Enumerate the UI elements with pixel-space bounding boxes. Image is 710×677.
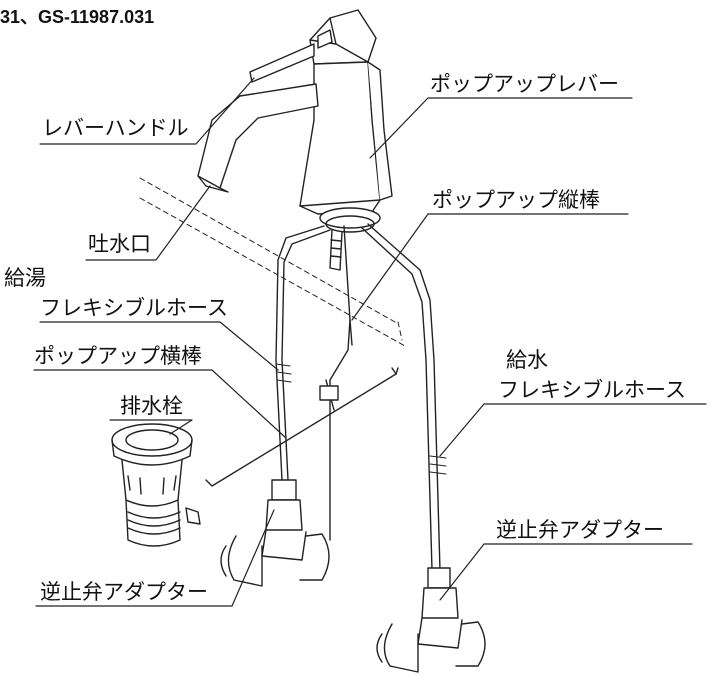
leader-lines xyxy=(33,77,707,607)
label-drain-plug: 排水栓 xyxy=(120,394,183,418)
hot-water-hose xyxy=(275,225,331,481)
popup-vertical-rod xyxy=(319,225,353,541)
label-cold-water-hose-1: 給水 xyxy=(506,348,548,372)
label-hot-water-hose-2: フレキシブルホース xyxy=(40,296,228,320)
cold-water-hose xyxy=(361,223,447,571)
label-popup-horizontal-rod: ポップアップ横棒 xyxy=(34,344,202,368)
drain-plug-body xyxy=(111,423,201,547)
label-hot-water-hose-1: 給湯 xyxy=(4,266,46,290)
label-popup-lever: ポップアップレバー xyxy=(430,72,619,96)
label-popup-vertical-rod: ポップアップ縦棒 xyxy=(432,188,600,212)
label-check-valve-adapter-left: 逆止弁アダプター xyxy=(40,580,208,604)
counter-outline xyxy=(139,177,406,347)
label-lever-handle: レバーハンドル xyxy=(42,116,189,140)
label-cold-water-hose-2: フレキシブルホース xyxy=(498,378,686,402)
model-number: 31、GS-11987.031 xyxy=(0,7,155,27)
label-spout: 吐水口 xyxy=(88,232,151,256)
faucet-body xyxy=(197,9,393,271)
label-check-valve-adapter-right: 逆止弁アダプター xyxy=(496,518,664,542)
left-check-valve xyxy=(220,479,330,587)
right-check-valve xyxy=(376,567,486,673)
popup-horizontal-rod xyxy=(205,367,399,487)
